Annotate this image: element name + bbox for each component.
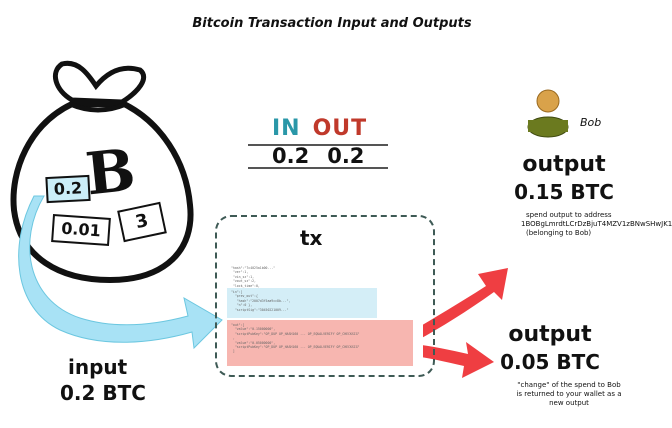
tx-output-section: "out":[ "value":"0.15000000", "scriptPub… (227, 320, 413, 366)
output2-note-line1: "change" of the spend to Bob (517, 381, 621, 389)
output1-note-line3: (belonging to Bob) (526, 229, 592, 237)
output2-note: "change" of the spend to Bob is returned… (503, 381, 635, 408)
output2-amount: 0.05 BTC (500, 350, 600, 374)
tx-label: tx (300, 226, 323, 250)
output1-note: spend output to address 1BOBgLmrdtLCrDzB… (521, 211, 672, 238)
tx-input-section: "in":[ "prev_out":{ "hash":"2007d3f5aa9c… (227, 288, 377, 318)
bitcoin-symbol: B (82, 135, 139, 209)
in-out-header: IN OUT (272, 116, 367, 141)
output2-note-line2: is returned to your wallet as a (516, 390, 622, 398)
tx-box (215, 215, 435, 377)
bob-name: Bob (580, 116, 602, 129)
coin-label-0-2: 0.2 (45, 174, 91, 204)
tx-code-input: "in":[ "prev_out":{ "hash":"2007d3f5aa9c… (231, 290, 291, 312)
output1-note-line1: spend output to address (526, 211, 612, 219)
input-amount: 0.2 BTC (60, 381, 146, 405)
output1-heading: output (522, 152, 606, 177)
table-rule-top (248, 144, 388, 146)
input-arrow-icon (18, 195, 223, 350)
in-value: 0.2 (272, 144, 310, 168)
coin-label-0-01: 0.01 (51, 214, 111, 246)
out-label: OUT (312, 116, 368, 141)
output2-note-line3: new output (549, 399, 589, 407)
output-arrow-up-icon (414, 268, 508, 340)
in-out-values: 0.2 0.2 (272, 144, 364, 168)
tx-code-output: "out":[ "value":"0.15000000", "scriptPub… (231, 323, 360, 354)
out-value: 0.2 (327, 144, 365, 168)
diagram-title: Bitcoin Transaction Input and Outputs (192, 16, 472, 31)
output1-note-line2: 1BOBgLmrdtLCrDzBjuT4MZV1zBNwSHwJK1 (521, 220, 672, 228)
output2-heading: output (508, 322, 592, 347)
in-label: IN (272, 116, 301, 141)
output1-amount: 0.15 BTC (514, 180, 614, 204)
bob-avatar-icon (527, 89, 569, 138)
input-heading: input (68, 355, 128, 379)
table-rule-bottom (248, 167, 388, 169)
